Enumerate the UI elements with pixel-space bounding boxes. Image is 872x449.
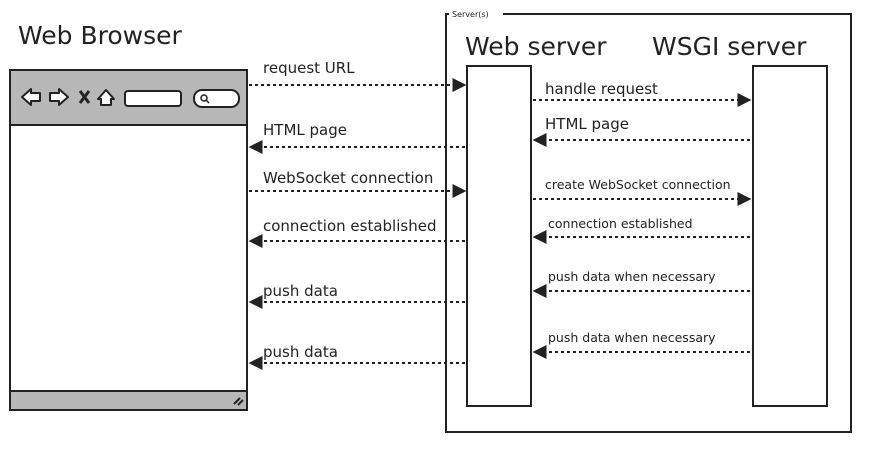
server-group-label: Server(s)	[452, 10, 489, 19]
message-browser-web: HTML page	[248, 121, 465, 154]
wsgi-server-box	[752, 65, 828, 407]
message-browser-web: push data	[248, 343, 465, 370]
message-label: HTML page	[545, 115, 629, 133]
message-web-wsgi: connection established	[532, 216, 750, 244]
close-x-icon	[78, 90, 91, 104]
message-label: connection established	[263, 217, 436, 235]
message-web-wsgi: HTML page	[532, 115, 750, 147]
search-box	[193, 89, 240, 108]
browser-status-bar	[11, 391, 246, 409]
message-label: request URL	[263, 59, 355, 77]
message-browser-web: connection established	[248, 217, 465, 248]
web-server-box	[466, 65, 532, 407]
message-label: push data	[263, 343, 338, 361]
message-label: push data when necessary	[548, 269, 716, 284]
web-server-title: Web server	[465, 32, 607, 61]
message-browser-web: push data	[248, 282, 465, 309]
message-browser-web: request URL	[249, 59, 467, 92]
message-label: WebSocket connection	[263, 169, 433, 187]
resize-grip-icon	[233, 397, 244, 406]
wsgi-server-title: WSGI server	[652, 32, 807, 61]
message-label: push data	[263, 282, 338, 300]
browser-title: Web Browser	[18, 21, 182, 50]
server-group: Server(s)	[445, 8, 852, 433]
message-web-wsgi: push data when necessary	[532, 330, 750, 359]
message-label: connection established	[548, 216, 693, 231]
browser-window	[9, 69, 248, 411]
home-icon	[97, 89, 115, 106]
message-browser-web: WebSocket connection	[249, 169, 467, 198]
message-label: HTML page	[263, 121, 347, 139]
message-label: push data when necessary	[548, 330, 716, 345]
message-web-wsgi: create WebSocket connection	[533, 177, 752, 206]
back-arrow-icon	[21, 88, 41, 106]
address-bar	[124, 90, 182, 107]
message-label: create WebSocket connection	[545, 177, 731, 192]
message-web-wsgi: handle request	[533, 80, 752, 107]
message-label: handle request	[545, 80, 658, 98]
forward-arrow-icon	[49, 88, 69, 106]
message-web-wsgi: push data when necessary	[532, 269, 750, 298]
search-icon	[200, 94, 210, 104]
